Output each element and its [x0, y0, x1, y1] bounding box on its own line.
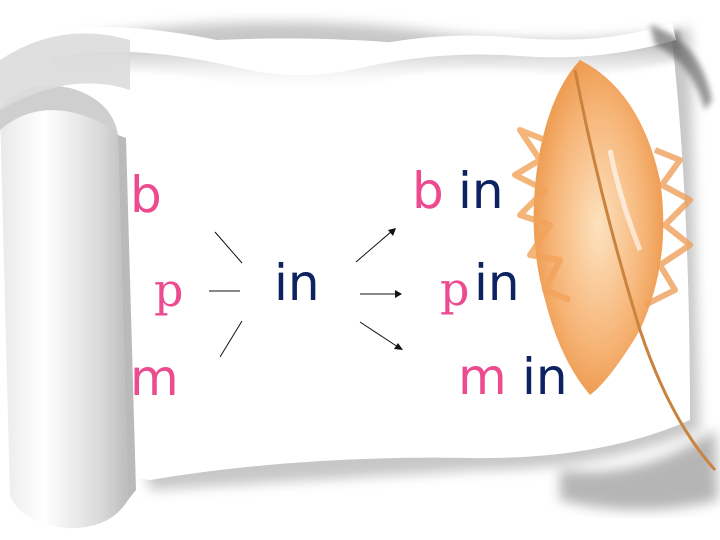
result-bin-initial: b [412, 162, 444, 220]
initial-m: m [130, 349, 179, 407]
arrow-to-bin [355, 230, 393, 263]
arrowhead-bin [388, 228, 396, 236]
connector-line-m [219, 320, 243, 358]
result-min-final: in [522, 348, 568, 406]
connector-line-b [214, 231, 243, 264]
result-min-initial: m [458, 348, 507, 406]
initial-p: p [154, 263, 184, 317]
result-pin-initial: p [440, 262, 470, 316]
initial-b: b [130, 166, 162, 224]
final-in: in [274, 254, 320, 312]
arrowhead-pin [395, 290, 402, 298]
feather-quill-icon [512, 60, 717, 472]
arrow-to-min [359, 321, 399, 348]
arrowhead-min [394, 343, 403, 350]
combination-arrows [209, 228, 403, 358]
result-pin-final: in [474, 254, 520, 312]
result-bin-final: in [458, 162, 504, 220]
